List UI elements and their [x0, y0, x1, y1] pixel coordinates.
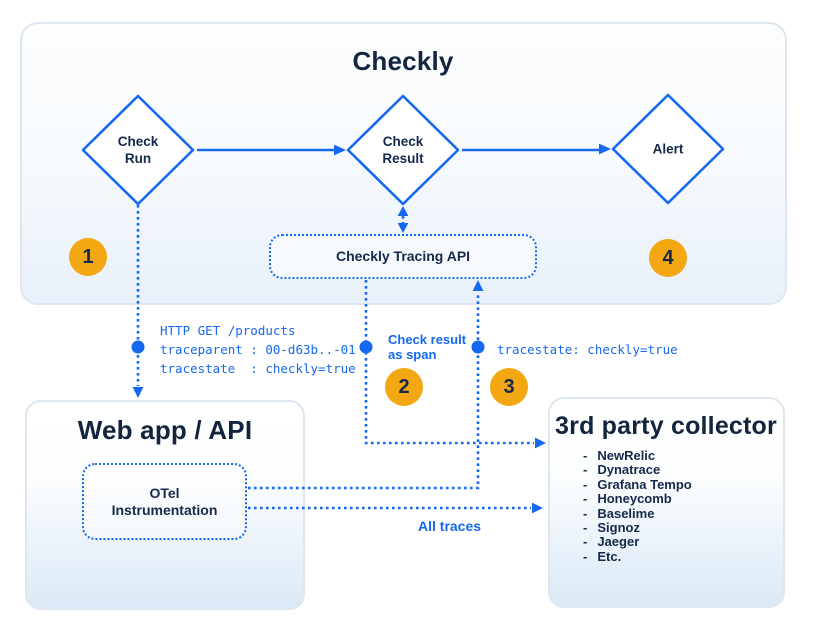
otel-instrumentation-box: OTel Instrumentation — [82, 463, 247, 540]
wire-dot-icon — [131, 340, 145, 354]
collector-panel-title: 3rd party collector — [555, 412, 777, 440]
collector-item: Signoz — [583, 520, 692, 535]
check-result-as-span-label: Check result as span — [388, 332, 467, 362]
arrowhead-right-icon — [535, 437, 546, 449]
step-badge-4: 4 — [649, 239, 687, 277]
webapp-panel-title: Web app / API — [77, 415, 253, 445]
all-traces-label: All traces — [418, 518, 482, 534]
wire-dot-icon — [359, 340, 373, 354]
tracestate-label: tracestate: checkly=true — [497, 342, 678, 357]
collector-item: Grafana Tempo — [583, 477, 691, 492]
collector-item: Dynatrace — [583, 462, 692, 477]
alert-label: Alert — [652, 141, 684, 157]
checkly-tracing-api-box: Checkly Tracing API — [269, 234, 537, 279]
otel-instrumentation-label: OTel Instrumentation — [111, 484, 218, 518]
collector-item: Honeycomb — [583, 491, 692, 506]
arrowhead-right-icon — [532, 502, 543, 514]
checkly-tracing-api-label: Checkly Tracing API — [335, 248, 471, 264]
collector-item: Etc. — [583, 549, 692, 564]
arrowhead-down-icon — [132, 387, 144, 398]
wire-dot-icon — [471, 340, 485, 354]
step-badge-2: 2 — [385, 368, 423, 406]
check-run-label: Check Run — [117, 134, 159, 166]
collector-item: Jaeger — [583, 535, 692, 550]
step-badge-3: 3 — [490, 368, 528, 406]
http-request-label: HTTP GET /products traceparent : 00-d63b… — [160, 323, 356, 376]
collector-item: Baselime — [583, 506, 692, 521]
checkly-panel-title: Checkly — [352, 46, 454, 76]
step-badge-1: 1 — [69, 238, 107, 276]
check-result-label: Check Result — [382, 134, 424, 166]
collector-list: NewRelicDynatraceGrafana TempoHoneycombB… — [583, 448, 692, 564]
collector-item: NewRelic — [583, 448, 692, 463]
